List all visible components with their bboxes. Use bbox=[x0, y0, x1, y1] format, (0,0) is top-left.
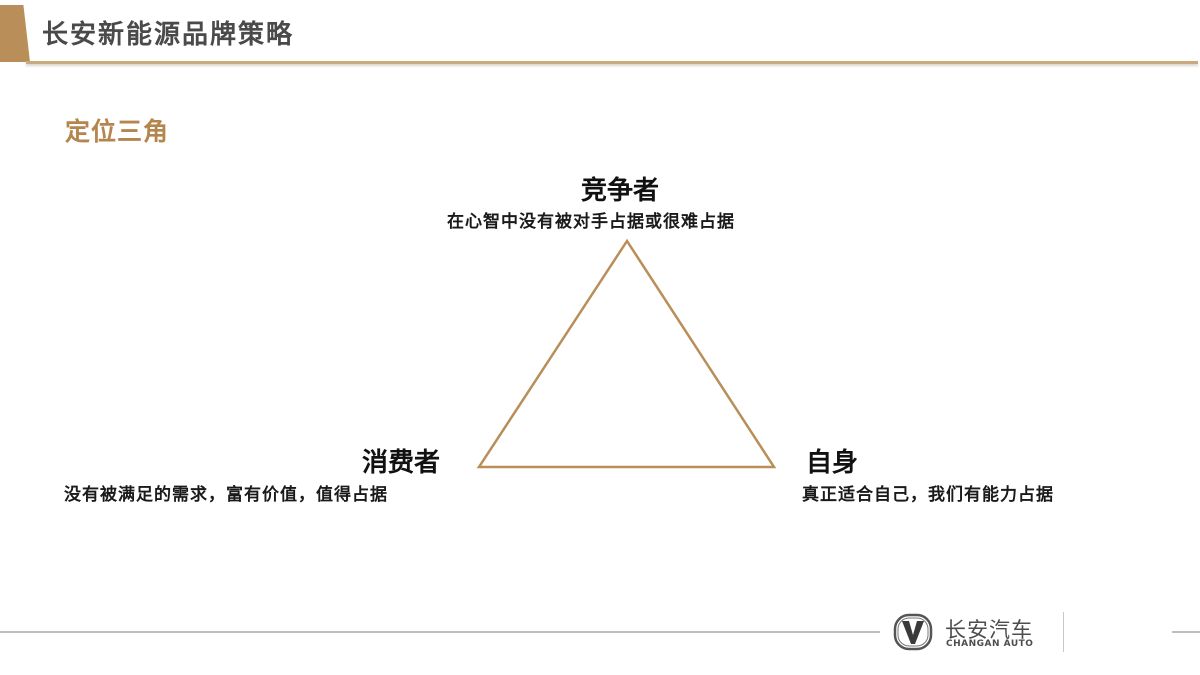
header-divider bbox=[26, 61, 1198, 64]
section-title: 定位三角 bbox=[65, 117, 170, 146]
node-consumer-desc: 没有被满足的需求，富有价值，值得占据 bbox=[64, 485, 388, 505]
footer-divider-left bbox=[0, 631, 880, 633]
footer-logo-separator bbox=[1063, 612, 1064, 652]
footer-divider-right bbox=[1172, 631, 1200, 633]
node-self-title: 自身 bbox=[806, 448, 859, 478]
brand-name-cn: 长安汽车 bbox=[945, 618, 1033, 642]
brand-name-en: CHANGAN AUTO bbox=[946, 639, 1034, 649]
node-consumer-title: 消费者 bbox=[362, 448, 441, 478]
changan-v-logo-icon bbox=[893, 613, 933, 651]
page-title: 长安新能源品牌策略 bbox=[42, 20, 295, 50]
node-competitor-title: 竞争者 bbox=[581, 176, 660, 206]
node-competitor-desc: 在心智中没有被对手占据或很难占据 bbox=[447, 212, 735, 232]
node-self-desc: 真正适合自己，我们有能力占据 bbox=[802, 485, 1054, 505]
